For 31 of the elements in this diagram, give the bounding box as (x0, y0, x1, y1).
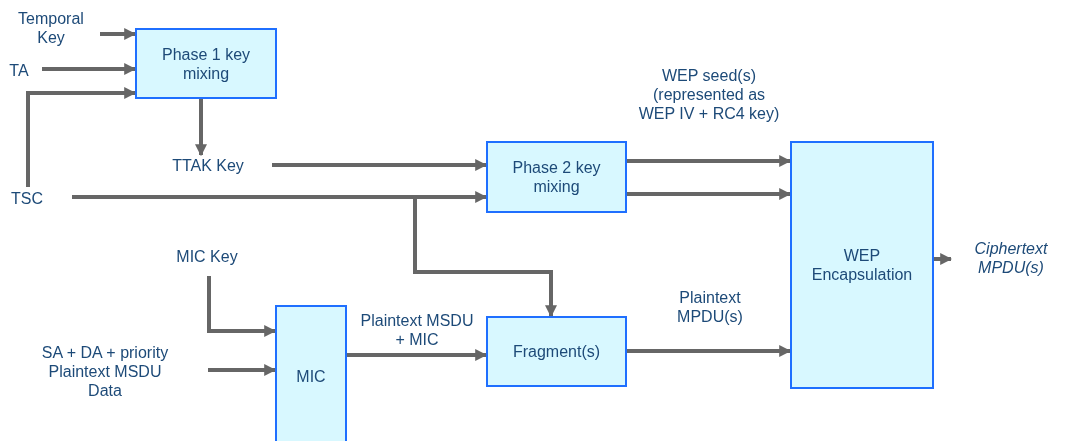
arrow (42, 63, 137, 75)
input-label: Temporal Key (17, 9, 85, 47)
arrow (72, 195, 557, 318)
edge-label: WEP seed(s) (represented as WEP IV + RC4 key) (638, 66, 780, 123)
arrow (627, 188, 792, 200)
input-label: SA + DA + priority Plaintext MSDU Data (40, 342, 170, 400)
arrow (195, 99, 207, 157)
input-label: MIC Key (176, 246, 238, 266)
box-label: Fragment(s) (512, 342, 601, 361)
arrow (627, 345, 792, 357)
box-label: MIC (296, 367, 326, 386)
input-label: TA (9, 60, 29, 80)
input-label: Ciphertext MPDU(s) (973, 239, 1049, 277)
input-label: TTAK Key (172, 155, 244, 175)
process-box (486, 316, 627, 387)
input-label: TSC (11, 188, 43, 208)
process-box (135, 28, 277, 99)
process-box (790, 141, 934, 389)
box-label: Phase 1 key mixing (160, 44, 252, 83)
arrow (26, 87, 137, 187)
arrow (934, 253, 953, 265)
box-label: WEP Encapsulation (810, 246, 914, 284)
arrow (627, 155, 792, 167)
process-box (275, 305, 347, 441)
arrow (272, 159, 488, 171)
arrow (207, 276, 277, 337)
process-box (486, 141, 627, 213)
arrow (208, 364, 277, 376)
box-label: Phase 2 key mixing (511, 158, 602, 196)
arrow (347, 349, 488, 361)
arrow (100, 28, 137, 40)
